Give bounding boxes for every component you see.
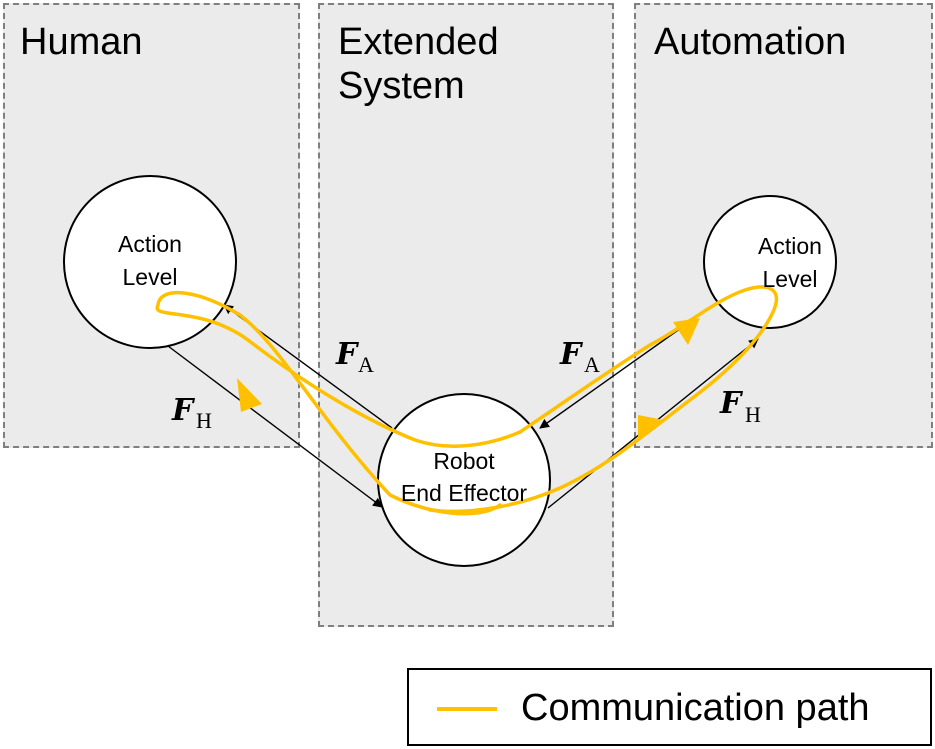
node-human-action-label-2: Level xyxy=(123,264,178,290)
communication-path-left xyxy=(155,291,522,516)
svg-text:A: A xyxy=(584,352,600,377)
node-human-action-label-1: Action xyxy=(118,231,182,257)
svg-text:A: A xyxy=(358,352,374,377)
legend-path-swatch xyxy=(437,707,497,711)
legend: Communication path xyxy=(407,668,932,746)
force-label-fh-left: F H xyxy=(171,393,212,433)
node-robot-label-1: Robot xyxy=(433,448,495,474)
node-human-action-level xyxy=(63,175,237,349)
node-automation-action-level xyxy=(703,195,837,329)
node-automation-action-label-1: Action xyxy=(758,233,822,259)
force-label-fa-left: F A xyxy=(335,337,374,377)
lane-title-automation: Automation xyxy=(654,21,847,63)
force-label-fh-right: F H xyxy=(719,386,761,427)
svg-text:F: F xyxy=(559,337,584,372)
svg-text:F: F xyxy=(335,337,360,372)
force-arrow-fh-left xyxy=(167,345,383,508)
svg-text:F: F xyxy=(171,393,196,428)
lane-title-human: Human xyxy=(20,21,143,63)
force-label-fa-right: F A xyxy=(559,337,600,377)
svg-text:H: H xyxy=(196,408,212,433)
legend-label: Communication path xyxy=(521,687,870,729)
node-automation-action-label-2: Level xyxy=(763,266,818,292)
path-arrowhead-right-up xyxy=(638,415,664,441)
svg-text:H: H xyxy=(745,402,761,427)
lane-title-extended-system: Extended System xyxy=(338,21,499,107)
node-robot-label-2: End Effector xyxy=(401,480,527,506)
path-arrowhead-left-down xyxy=(237,378,262,412)
path-arrowhead-automation-down xyxy=(673,318,700,345)
communication-path-right xyxy=(428,285,779,514)
svg-text:F: F xyxy=(719,386,744,421)
